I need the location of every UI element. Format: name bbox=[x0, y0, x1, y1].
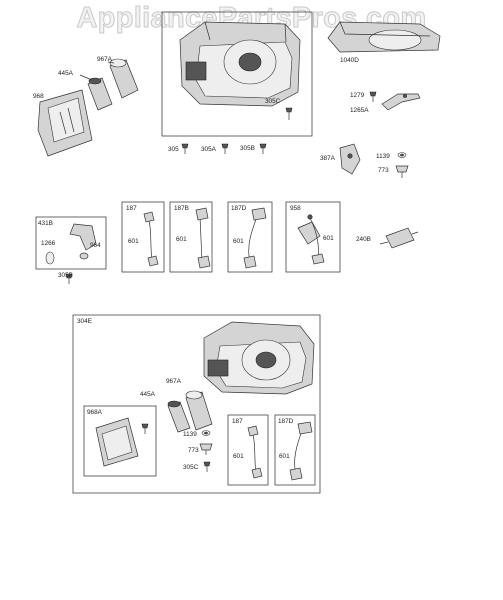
link-187d-top[interactable] bbox=[243, 207, 267, 269]
label-601-f: 601 bbox=[279, 453, 290, 460]
blower-housing-304e[interactable] bbox=[203, 321, 315, 395]
label-773-low: 773 bbox=[188, 447, 199, 454]
label-431b: 431B bbox=[38, 220, 53, 227]
air-cleaner-cover-968a[interactable] bbox=[95, 417, 149, 467]
screw-1279[interactable] bbox=[369, 91, 377, 102]
screw-305[interactable] bbox=[181, 143, 189, 154]
screw-305a[interactable] bbox=[221, 143, 229, 154]
knob-773-low[interactable] bbox=[199, 443, 213, 455]
label-601-c: 601 bbox=[233, 238, 244, 245]
link-187-low[interactable] bbox=[247, 425, 263, 479]
label-187-top: 187 bbox=[126, 205, 137, 212]
box-187-low bbox=[227, 414, 269, 486]
label-387a: 387A bbox=[320, 155, 336, 162]
label-304e: 304E bbox=[77, 318, 92, 325]
control-bracket-387a[interactable] bbox=[339, 143, 361, 175]
label-958: 958 bbox=[290, 205, 301, 212]
link-187b[interactable] bbox=[195, 207, 211, 269]
label-601-e: 601 bbox=[233, 453, 244, 460]
label-1266: 1266 bbox=[41, 240, 56, 247]
box-187-top bbox=[121, 201, 165, 273]
label-445a-low: 445A bbox=[140, 391, 156, 398]
label-305c-top: 305C bbox=[265, 98, 281, 105]
label-601-d: 601 bbox=[323, 235, 334, 242]
blower-housing-part[interactable] bbox=[179, 21, 301, 107]
label-305b-mid: 305B bbox=[240, 145, 255, 152]
label-968a: 968A bbox=[87, 409, 103, 416]
label-445a-top: 445A bbox=[58, 70, 74, 77]
label-187b: 187B bbox=[174, 205, 189, 212]
box-187b bbox=[169, 201, 213, 273]
label-305c-low: 305C bbox=[183, 464, 199, 471]
air-cleaner-cover-968[interactable] bbox=[37, 89, 93, 157]
link-187d-low[interactable] bbox=[289, 421, 313, 481]
label-305a: 305A bbox=[201, 146, 217, 153]
label-601-a: 601 bbox=[128, 238, 139, 245]
box-187d-low bbox=[274, 414, 316, 486]
label-968: 968 bbox=[33, 93, 44, 100]
screw-305c-top[interactable] bbox=[285, 107, 293, 120]
clamp-1266[interactable] bbox=[45, 251, 55, 265]
label-601-b: 601 bbox=[176, 236, 187, 243]
label-967a-top: 967A bbox=[97, 56, 113, 63]
label-187d-low: 187D bbox=[278, 418, 294, 425]
link-187-top[interactable] bbox=[143, 211, 159, 267]
label-967a-low: 967A bbox=[166, 378, 182, 385]
fuel-filter-240b[interactable] bbox=[379, 227, 419, 249]
label-1139-top: 1139 bbox=[376, 153, 390, 160]
label-240b: 240B bbox=[356, 236, 371, 243]
air-filter-967a-low[interactable] bbox=[185, 390, 213, 431]
box-431b bbox=[35, 216, 107, 270]
knob-773-top[interactable] bbox=[395, 165, 409, 178]
bracket-1265a-part[interactable] bbox=[381, 93, 421, 111]
screw-305b-mid[interactable] bbox=[259, 143, 267, 154]
label-1040d: 1040D bbox=[340, 57, 359, 64]
label-1279: 1279 bbox=[350, 92, 365, 99]
label-1265a: 1265A bbox=[350, 107, 369, 114]
box-187d-top bbox=[227, 201, 273, 273]
pre-cleaner-445a-top[interactable] bbox=[87, 77, 113, 111]
label-187d-top: 187D bbox=[231, 205, 247, 212]
washer-1139-low[interactable] bbox=[201, 430, 211, 436]
label-187-low: 187 bbox=[232, 418, 243, 425]
box-968a bbox=[83, 405, 157, 477]
screw-305b-low[interactable] bbox=[65, 273, 73, 284]
elbow-431b-part[interactable] bbox=[69, 223, 97, 251]
box-304e bbox=[72, 314, 321, 494]
air-filter-967a-top[interactable] bbox=[109, 58, 139, 99]
screw-305c-low[interactable] bbox=[203, 461, 211, 472]
pre-cleaner-445a-low[interactable] bbox=[167, 400, 191, 433]
shroud-1040d-part[interactable] bbox=[327, 21, 441, 53]
label-1139-low: 1139 bbox=[183, 431, 197, 438]
grommet-964[interactable] bbox=[79, 252, 89, 260]
label-773-top: 773 bbox=[378, 167, 389, 174]
blower-housing-box bbox=[161, 11, 313, 137]
washer-1139-top[interactable] bbox=[397, 152, 407, 158]
label-305: 305 bbox=[168, 146, 179, 153]
box-958 bbox=[285, 201, 341, 273]
label-305b-low: 305B bbox=[58, 272, 73, 279]
choke-assembly-958[interactable] bbox=[297, 214, 325, 265]
label-964: 964 bbox=[90, 242, 101, 249]
